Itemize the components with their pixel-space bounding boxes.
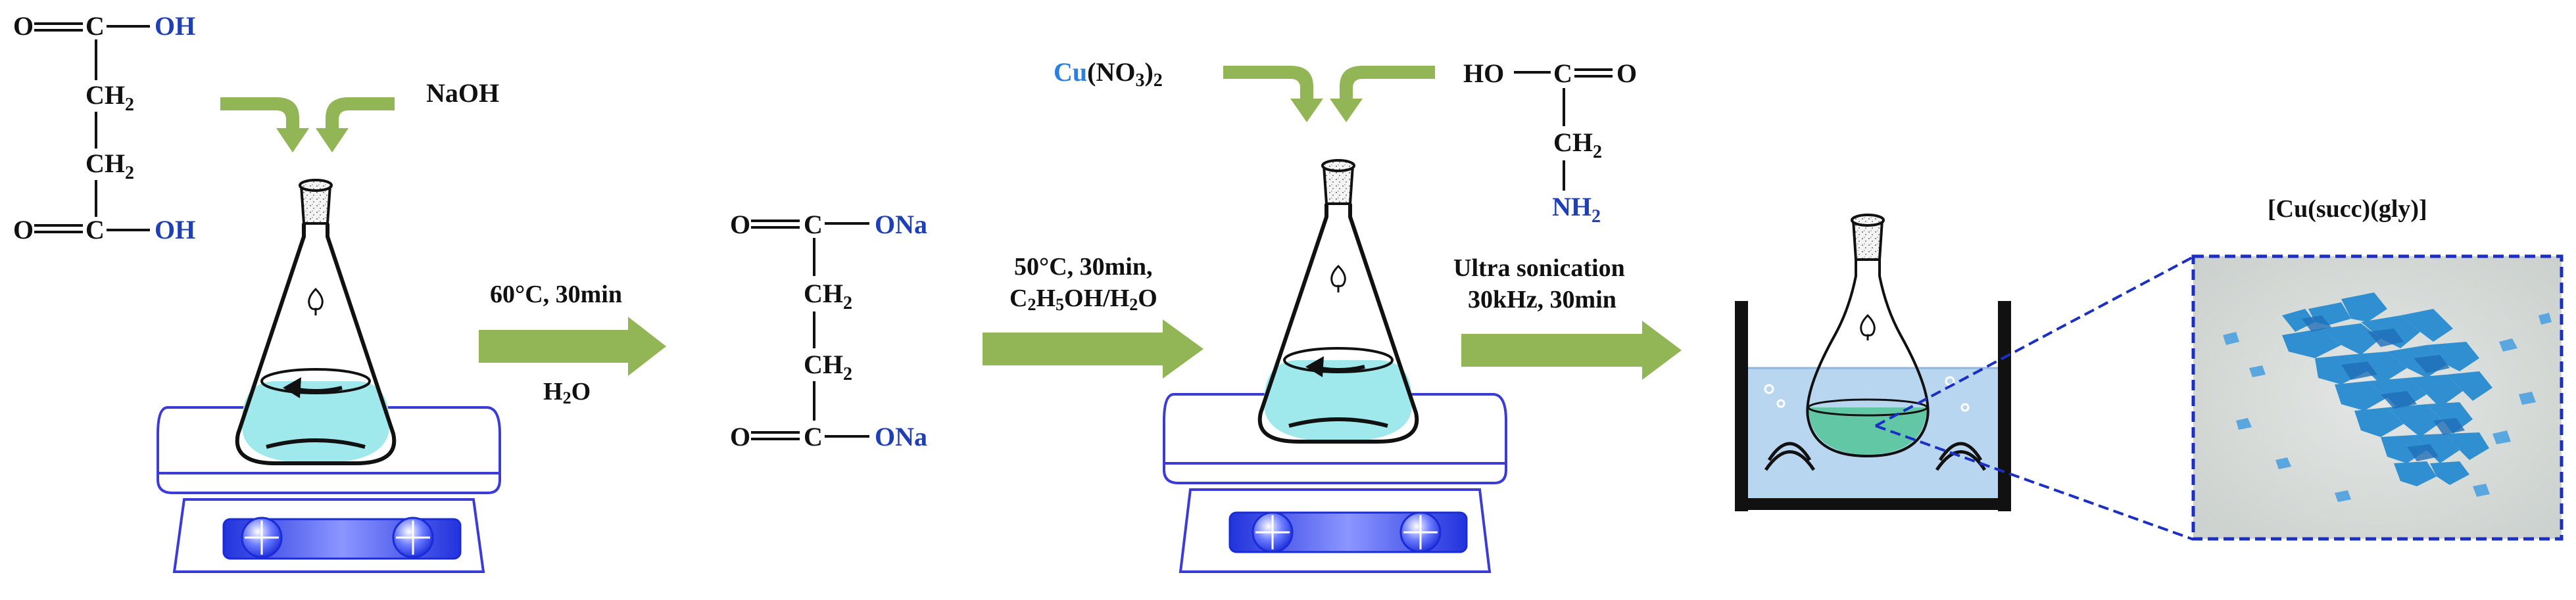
succinic-c-top: C (85, 11, 105, 41)
succinate-o-top: O (730, 210, 750, 239)
zoom-box (2191, 254, 2564, 541)
disodium-succinate-structure: O C ONa CH2 CH2 O C ONa (730, 210, 927, 451)
glycine-structure: HO C O CH2 NH2 (1463, 58, 1637, 227)
step3-condition-line1: 50°C, 30min, (1014, 253, 1152, 281)
step3-condition-line2: C2H5OH/H2O (1009, 285, 1157, 314)
step4-line2: 30kHz, 30min (1468, 286, 1616, 313)
glycine-c: C (1553, 58, 1572, 88)
glycine-nh2: NH2 (1552, 192, 1601, 227)
reagent-arrow-2 (1223, 66, 1435, 122)
spade-icon (308, 287, 324, 315)
product-crystals-photo (2193, 256, 2562, 539)
reagent-copper-nitrate: Cu(NO3)2 (1054, 57, 1163, 91)
step4-line1: Ultra sonication (1453, 254, 1625, 282)
glycine-o: O (1616, 58, 1637, 88)
step2-condition: 60°C, 30min (490, 281, 622, 308)
spade-icon (1860, 313, 1876, 340)
reaction-arrow-4 (1461, 321, 1682, 380)
erlenmeyer-flask-1 (235, 179, 397, 465)
succinate-ona-top: ONa (875, 210, 927, 239)
hot-plate-stirrer-2 (1163, 393, 1507, 573)
glycine-ch2: CH2 (1553, 127, 1602, 162)
glycine-ho: HO (1463, 58, 1504, 88)
succinic-ch2-a: CH2 (85, 80, 134, 115)
succinic-oh-bottom: OH (155, 215, 195, 244)
step2-solvent: H2O (543, 378, 591, 407)
zoom-line-bottom (1875, 425, 2193, 540)
succinate-ch2-a: CH2 (804, 279, 852, 313)
reagent-arrow-1 (220, 97, 395, 152)
succinic-ch2-b: CH2 (85, 149, 134, 183)
succinate-c-top: C (804, 210, 823, 239)
succinic-o-bottom: O (13, 215, 34, 244)
reaction-arrow-2 (479, 317, 666, 376)
reaction-arrow-3 (983, 319, 1203, 379)
succinic-oh-top: OH (155, 11, 195, 41)
round-bottom-flask (1806, 214, 1930, 458)
succinate-c-bottom: C (804, 422, 823, 451)
spade-icon (1330, 264, 1346, 292)
succinic-c-bottom: C (85, 215, 105, 244)
succinic-acid-structure: O C OH CH2 CH2 O C OH (13, 11, 195, 244)
zoom-line-top (1875, 256, 2193, 427)
succinate-ch2-b: CH2 (804, 350, 852, 384)
reagent-naoh: NaOH (426, 78, 499, 108)
hot-plate-stirrer-1 (157, 406, 501, 573)
erlenmeyer-flask-2 (1257, 159, 1419, 444)
succinate-ona-bottom: ONa (875, 422, 927, 451)
product-label: [Cu(succ)(gly)] (2268, 195, 2427, 223)
succinate-o-bottom: O (730, 422, 750, 451)
succinic-o-top: O (13, 11, 34, 41)
